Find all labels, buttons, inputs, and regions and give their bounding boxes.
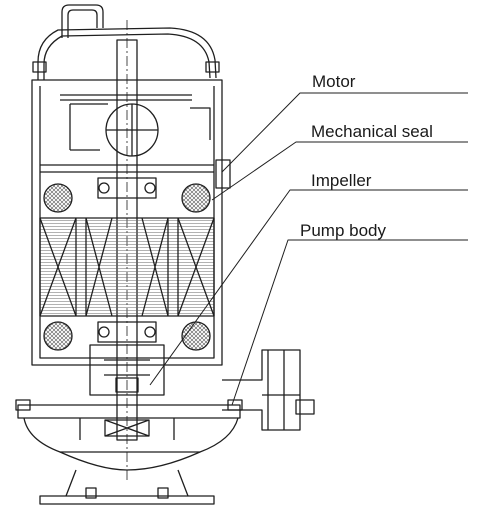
- label-motor: Motor: [312, 72, 356, 91]
- upper-bearing: [97, 177, 157, 199]
- winding-end-turns: [43, 183, 211, 351]
- seal-chamber: [89, 321, 165, 396]
- cable-handle: [61, 4, 104, 38]
- label-impeller: Impeller: [311, 171, 372, 190]
- label-pump-body: Pump body: [300, 221, 386, 240]
- label-mechanical-seal: Mechanical seal: [311, 122, 433, 141]
- top-cover: [32, 27, 220, 157]
- stand-feet: [39, 469, 215, 505]
- discharge-outlet: [222, 349, 315, 431]
- volute-base: [15, 399, 243, 471]
- stator-core: [39, 217, 215, 317]
- leader-lines: [149, 92, 468, 406]
